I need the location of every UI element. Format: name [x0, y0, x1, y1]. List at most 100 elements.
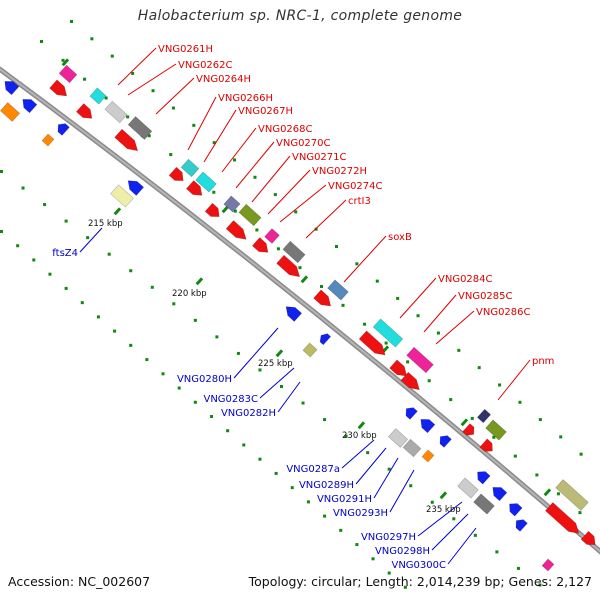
ruler-dot: [538, 583, 542, 587]
gene-label-crti3: crtI3: [348, 196, 371, 207]
ruler-dot: [457, 348, 461, 352]
label-leader-line: [399, 277, 437, 319]
ruler-dot: [70, 20, 73, 23]
ruler-dot: [212, 190, 216, 194]
ruler-dot: [449, 398, 453, 402]
feature-box: [457, 477, 479, 499]
label-leader-line: [341, 439, 375, 469]
reverse-gene: [4, 81, 20, 96]
ruler-dot: [384, 341, 388, 345]
ruler-dot: [126, 115, 130, 119]
feature-box: [555, 479, 589, 511]
ruler-dot: [556, 492, 560, 496]
scale-label: 220 kbp: [172, 289, 207, 299]
forward-gene: [358, 330, 386, 356]
gene-label-vng0267h: VNG0267H: [238, 106, 293, 117]
ruler-dot: [290, 486, 294, 490]
gene-label-vng0291h: VNG0291H: [317, 494, 372, 505]
forward-gene: [479, 438, 493, 452]
ruler-dot: [21, 186, 25, 190]
ruler-dot: [314, 227, 318, 231]
gene-label-pnm: pnm: [532, 356, 554, 367]
gene-label-vng0284c: VNG0284C: [438, 274, 493, 285]
ruler-dot: [298, 266, 302, 270]
forward-gene: [313, 289, 332, 307]
gene-label-vng0266h: VNG0266H: [218, 93, 273, 104]
ruler-dot: [113, 329, 117, 333]
feature-box: [282, 240, 306, 264]
label-leader-line: [233, 327, 279, 379]
ruler-dot: [177, 386, 181, 390]
ruler-dot: [477, 366, 481, 370]
gene-label-soxb: soxB: [388, 232, 412, 243]
feature-box: [58, 64, 78, 84]
ruler-dot: [96, 315, 100, 319]
ruler-dot: [323, 418, 327, 422]
gene-label-vng0289h: VNG0289H: [299, 480, 354, 491]
ruler-dot: [192, 123, 196, 127]
feature-box: [89, 87, 107, 105]
ruler-dot: [320, 285, 323, 288]
ruler-dot: [276, 247, 280, 251]
ruler-dot: [403, 585, 407, 589]
ruler-dot: [371, 557, 375, 561]
reverse-gene: [57, 123, 70, 136]
topology-summary: Topology: circular; Length: 2,014,239 bp…: [248, 574, 592, 589]
ruler-dot: [323, 514, 327, 518]
tick-mark: [460, 418, 469, 427]
ruler-dot: [538, 418, 542, 422]
ruler-dot: [274, 471, 278, 475]
ruler-dot: [161, 372, 165, 376]
ruler-dot: [341, 303, 345, 307]
tick-mark: [439, 491, 448, 500]
ruler-dot: [355, 262, 359, 266]
ruler-dot: [233, 158, 237, 162]
ruler-dot: [559, 435, 563, 439]
gene-label-vng0262c: VNG0262C: [178, 60, 233, 71]
feature-box: [127, 116, 153, 140]
feature-box: [541, 558, 555, 572]
gene-label-vng0286c: VNG0286C: [476, 307, 531, 318]
gene-features: [0, 64, 596, 572]
ruler-dot: [48, 272, 52, 276]
forward-gene: [204, 202, 220, 217]
feature-box: [104, 100, 128, 124]
feature-box: [302, 342, 318, 358]
feature-box: [372, 318, 404, 348]
ruler-dot: [193, 318, 197, 322]
label-leader-line: [235, 141, 275, 189]
scale-label: 225 kbp: [258, 359, 293, 369]
gene-label-ftsz4: ftsZ4: [52, 248, 78, 259]
ruler-dot: [32, 258, 36, 262]
label-leader-line: [355, 447, 387, 485]
ruler-dot: [518, 400, 522, 404]
feature-box: [264, 228, 280, 244]
reverse-gene: [285, 306, 303, 322]
reverse-gene: [515, 519, 528, 532]
ruler-dot: [104, 96, 108, 100]
scale-label: 230 kbp: [342, 431, 377, 441]
feature-box: [485, 419, 507, 441]
label-leader-line: [423, 294, 457, 333]
ruler-dot: [233, 209, 237, 213]
feature-box: [180, 158, 200, 178]
tick-mark: [275, 349, 284, 358]
ruler-dot: [169, 153, 173, 157]
ruler-dot: [470, 416, 474, 420]
ruler-dot: [387, 467, 391, 471]
gene-label-vng0293h: VNG0293H: [333, 508, 388, 519]
ruler-dot: [355, 543, 359, 547]
reverse-gene: [477, 471, 491, 485]
label-leader-line: [155, 77, 195, 115]
feature-box: [473, 493, 495, 515]
feature-box: [110, 184, 134, 208]
ruler-dot: [306, 500, 310, 504]
ruler-dot: [86, 236, 90, 240]
tick-mark: [357, 421, 366, 430]
reverse-gene: [439, 435, 452, 448]
gene-label-vng0297h: VNG0297H: [361, 532, 416, 543]
ruler-dot: [131, 71, 135, 75]
feature-box: [327, 279, 349, 301]
gene-labels: VNG0261HVNG0262CVNG0264HVNG0266HVNG0267H…: [52, 44, 554, 571]
